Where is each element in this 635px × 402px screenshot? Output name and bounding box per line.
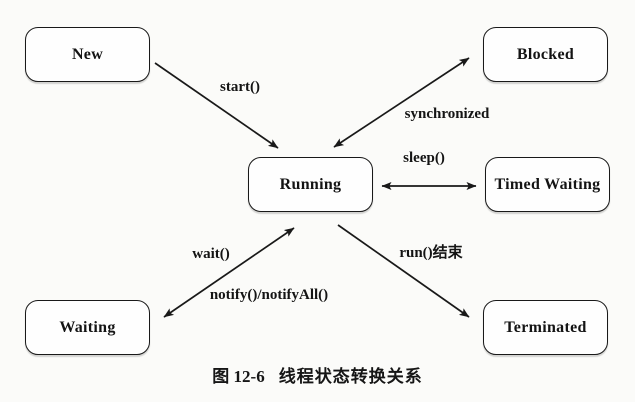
state-label-new: New — [71, 45, 104, 63]
state-box-timed-waiting: Timed Waiting — [485, 157, 610, 212]
arrow-running-to-terminated — [337, 224, 470, 318]
arrow-running-waiting-bidirectional — [163, 227, 295, 318]
transition-label-start: start() — [220, 79, 260, 95]
transition-label-wait: wait() — [192, 246, 230, 262]
figure-caption-title: 线程状态转换关系 — [278, 367, 423, 386]
state-label-waiting: Waiting — [59, 318, 116, 336]
figure-caption: 图 12-6 线程状态转换关系 — [0, 362, 635, 387]
arrow-new-to-running — [154, 62, 279, 149]
state-label-blocked: Blocked — [516, 45, 575, 63]
figure-caption-number: 图 12-6 — [212, 367, 265, 386]
state-box-running: Running — [248, 157, 373, 212]
transition-label-run-end: run()结束 — [399, 245, 463, 261]
state-box-new: New — [25, 27, 150, 82]
transition-label-sleep: sleep() — [403, 150, 445, 166]
state-box-blocked: Blocked — [483, 27, 608, 82]
transition-label-notify: notify()/notifyAll() — [209, 287, 329, 303]
state-label-timed-waiting: Timed Waiting — [494, 175, 601, 193]
arrow-running-blocked-bidirectional — [333, 57, 470, 148]
state-box-waiting: Waiting — [25, 300, 150, 355]
state-label-running: Running — [279, 175, 342, 193]
state-label-terminated: Terminated — [504, 318, 587, 336]
transition-label-synchronized: synchronized — [404, 106, 490, 122]
state-box-terminated: Terminated — [483, 300, 608, 355]
